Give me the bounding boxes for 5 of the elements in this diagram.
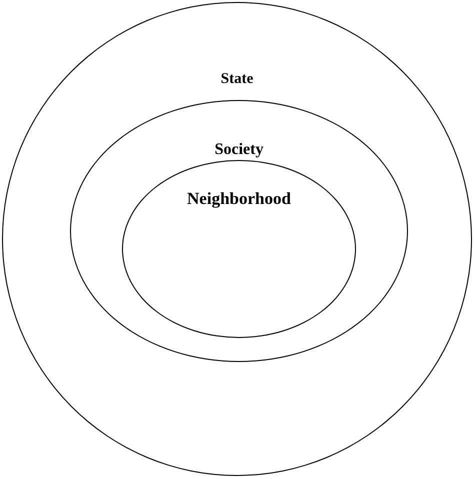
inner-ellipse	[122, 160, 356, 338]
middle-ellipse	[70, 100, 408, 362]
node-label: State	[220, 71, 254, 88]
node-label: Society	[214, 141, 264, 159]
node-label: Neighborhood	[187, 189, 291, 209]
